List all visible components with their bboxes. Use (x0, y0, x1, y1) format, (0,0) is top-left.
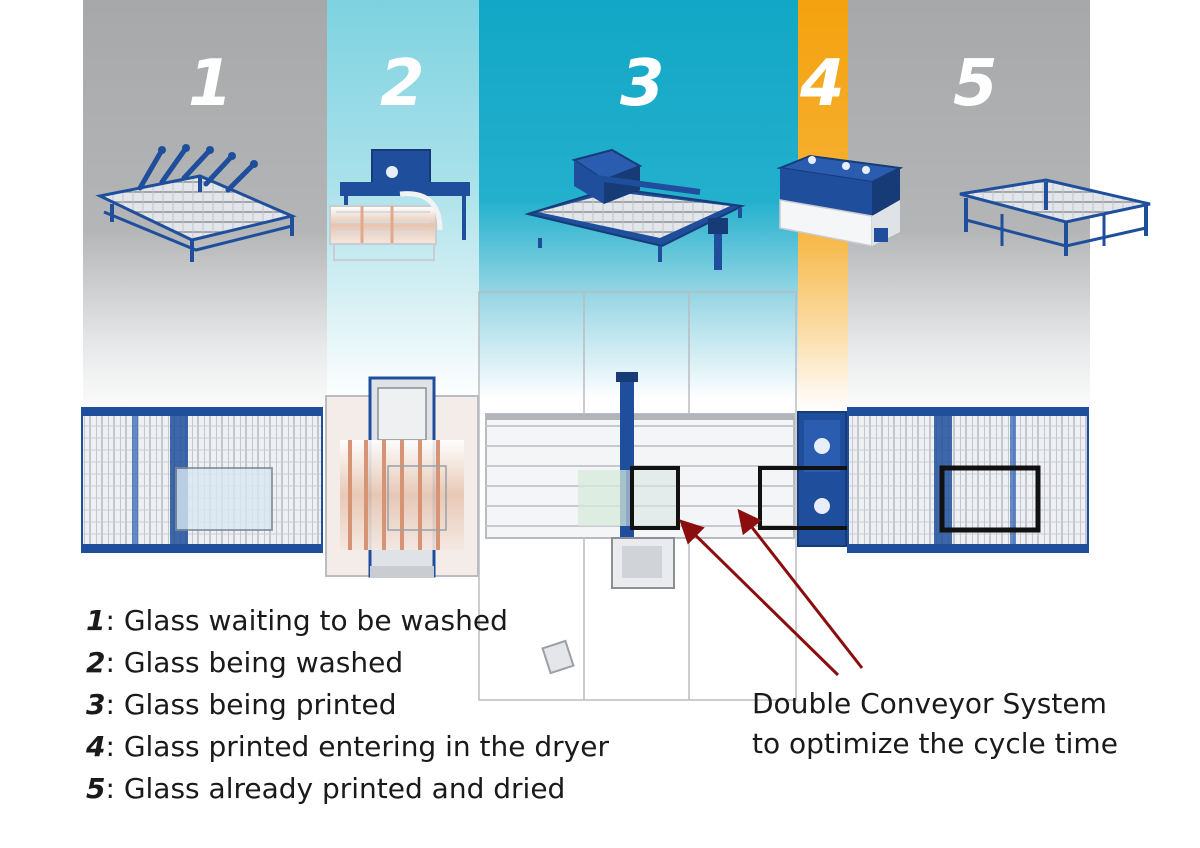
washer-topview (325, 376, 479, 578)
legend-number: 4 (86, 730, 106, 763)
printer-topview (485, 372, 795, 675)
double-conveyor-note: Double Conveyor System to optimize the c… (752, 684, 1118, 764)
note-line-2: to optimize the cycle time (752, 727, 1118, 760)
legend-item-3: 3: Glass being printed (86, 684, 609, 726)
station-legend: 1: Glass waiting to be washed 2: Glass b… (86, 600, 609, 810)
legend-item-1: 1: Glass waiting to be washed (86, 600, 609, 642)
washing-machine (329, 149, 470, 261)
legend-number: 2 (86, 646, 106, 679)
note-line-1: Double Conveyor System (752, 687, 1107, 720)
dryer-machine (776, 154, 904, 247)
station-number-3: 3 (620, 47, 665, 121)
station-number-4: 4 (800, 47, 845, 121)
loading-rack-topview (81, 407, 323, 553)
legend-number: 1 (86, 604, 106, 637)
annotation-arrows (679, 508, 864, 677)
legend-text: : Glass being washed (105, 646, 404, 679)
unloading-table-machine (959, 178, 1151, 256)
loading-table-machine (95, 144, 297, 262)
station-number-1: 1 (188, 47, 233, 121)
legend-text: : Glass already printed and dried (105, 772, 566, 805)
legend-item-4: 4: Glass printed entering in the dryer (86, 726, 609, 768)
unloading-rack-topview (847, 407, 1089, 553)
legend-text: : Glass printed entering in the dryer (105, 730, 609, 763)
station-number-5: 5 (953, 47, 998, 121)
station-number-2: 2 (380, 47, 425, 121)
legend-number: 5 (86, 772, 106, 805)
legend-item-2: 2: Glass being washed (86, 642, 609, 684)
printing-machine (524, 148, 746, 270)
legend-number: 3 (86, 688, 106, 721)
legend-text: : Glass being printed (105, 688, 397, 721)
legend-text: : Glass waiting to be washed (105, 604, 508, 637)
legend-item-5: 5: Glass already printed and dried (86, 768, 609, 810)
